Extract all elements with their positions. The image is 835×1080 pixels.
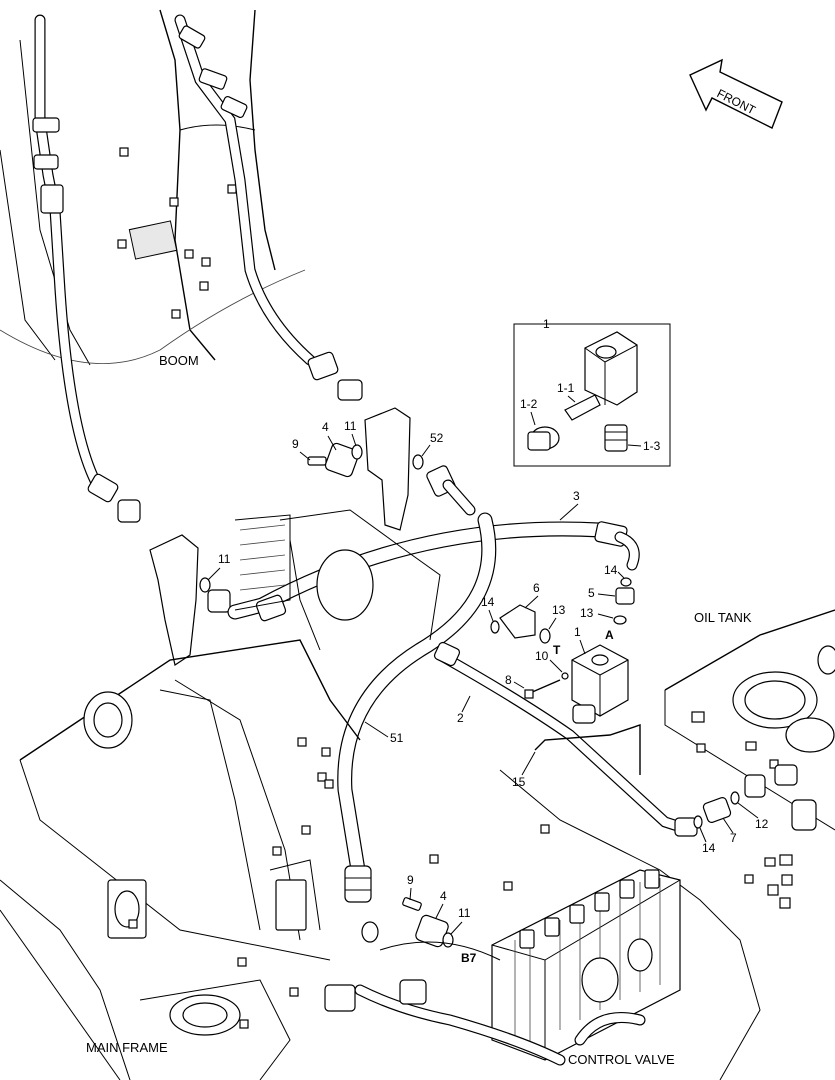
callout-3: 3 xyxy=(573,489,580,503)
port-A-label: A xyxy=(605,628,614,642)
main-frame xyxy=(0,509,761,1080)
callout-11-lower: 11 xyxy=(458,906,471,920)
callout-6: 6 xyxy=(533,581,540,595)
detail-box: 1 1-1 1-2 1-3 xyxy=(513,317,671,467)
callout-11-upper: 11 xyxy=(344,419,357,433)
main-frame-label: MAIN FRAME xyxy=(86,1040,168,1055)
callout-5: 5 xyxy=(588,586,595,600)
callout-9-lower: 9 xyxy=(407,873,414,887)
upper-flange-group: 9 4 11 52 xyxy=(292,407,476,531)
front-arrow: FRONT xyxy=(689,58,783,129)
callout-1-block: 1 xyxy=(574,625,581,639)
callout-7: 7 xyxy=(730,831,737,845)
callout-15: 15 xyxy=(512,775,526,789)
lower-flange-group: 9 4 11 B7 xyxy=(361,873,477,965)
boom-hoses xyxy=(32,14,363,523)
control-valve-label: CONTROL VALVE xyxy=(568,1052,675,1067)
callout-14-lower: 14 xyxy=(702,841,716,855)
callout-4-lower: 4 xyxy=(440,889,447,903)
left-bracket-group: 11 xyxy=(149,534,231,666)
callout-14-mid: 14 xyxy=(481,595,495,609)
callout-1-1: 1-1 xyxy=(557,381,575,395)
oil-tank-label: OIL TANK xyxy=(694,610,752,625)
callout-14-right: 14 xyxy=(604,563,618,577)
port-T-label: T xyxy=(553,643,561,657)
lower-right-fittings: 7 12 14 xyxy=(693,791,793,909)
callout-8: 8 xyxy=(505,673,512,687)
callout-9-upper: 9 xyxy=(292,437,299,451)
control-valve xyxy=(324,869,681,1066)
boom-structure xyxy=(0,9,306,366)
callout-52: 52 xyxy=(430,431,444,445)
callout-4-upper: 4 xyxy=(322,420,329,434)
callout-1: 1 xyxy=(543,317,550,331)
callout-1-3: 1-3 xyxy=(643,439,661,453)
front-label: FRONT xyxy=(715,86,759,118)
boom-label: BOOM xyxy=(159,353,199,368)
oil-tank xyxy=(664,609,835,831)
port-B7-label: B7 xyxy=(461,951,477,965)
callout-10: 10 xyxy=(535,649,549,663)
callout-2: 2 xyxy=(457,711,464,725)
callout-51: 51 xyxy=(390,731,404,745)
valve-group: T A 1 8 10 6 14 13 14 5 13 15 xyxy=(481,563,641,789)
callout-13-mid: 13 xyxy=(552,603,566,617)
callout-11-left: 11 xyxy=(218,552,231,566)
callout-13-right: 13 xyxy=(580,606,594,620)
callout-1-2: 1-2 xyxy=(520,397,538,411)
callout-12: 12 xyxy=(755,817,769,831)
